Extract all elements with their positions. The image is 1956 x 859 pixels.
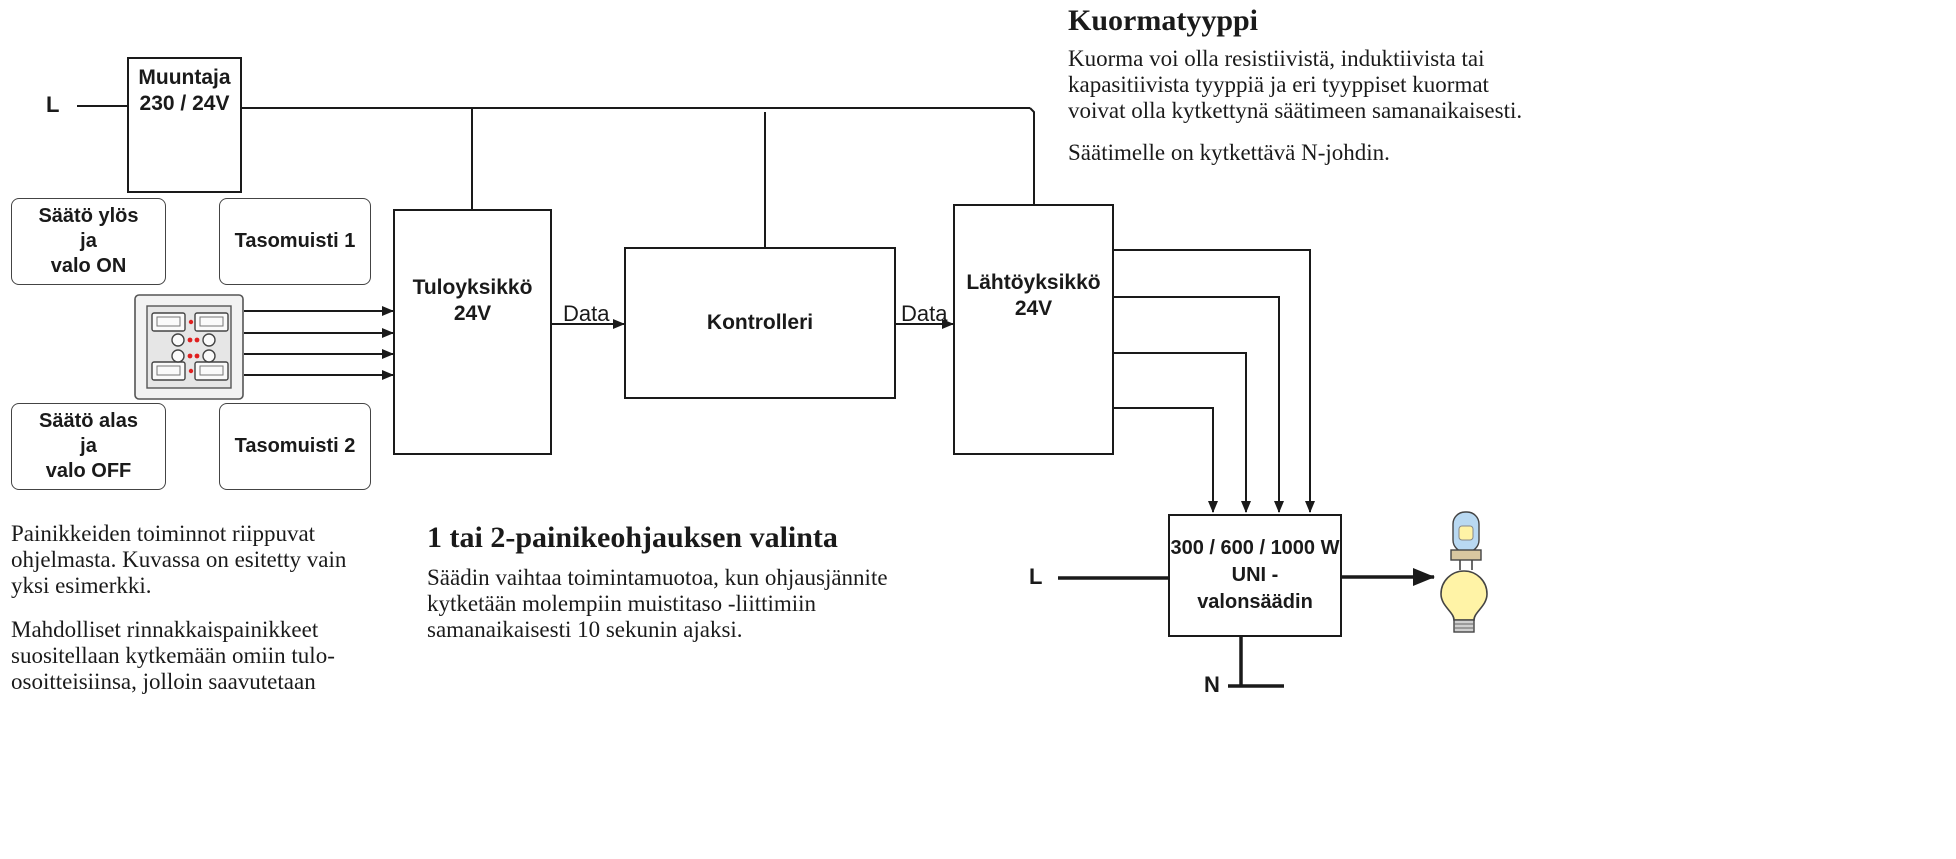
dimmer-box: 300 / 600 / 1000 W UNI - valonsäädin (1168, 514, 1342, 637)
load-type-line-3: voivat olla kytkettynä säätimeen samanai… (1068, 98, 1523, 123)
output-wire-1 (1114, 249, 1315, 513)
output-wire-2 (1114, 296, 1284, 513)
output-unit-box: Lähtöyksikkö 24V (953, 204, 1114, 455)
button-down-line-3: valo OFF (45, 460, 132, 482)
level-memory-2-label: Tasomuisti 2 (234, 435, 356, 457)
buttons-note-section: Painikkeiden toiminnot riippuvat ohjelma… (11, 521, 391, 695)
buttons-note-line-3: yksi esimerkki. (11, 573, 152, 598)
selection-line-1: Säädin vaihtaa toimintamuotoa, kun ohjau… (427, 565, 888, 590)
dimmer-rating: 300 / 600 / 1000 W (1170, 537, 1340, 559)
button-up-line-1: Säätö ylös (38, 205, 139, 227)
level-memory-2-box: Tasomuisti 2 (219, 403, 371, 490)
transformer-box: Muuntaja 230 / 24V (127, 57, 242, 193)
output-unit-name: Lähtöyksikkö (966, 271, 1101, 294)
level-memory-1-label: Tasomuisti 1 (234, 230, 356, 252)
n-label-dimmer: N (1204, 672, 1220, 697)
selection-heading: 1 tai 2-painikeohjauksen valinta (427, 521, 838, 554)
buttons-note-line-2: ohjelmasta. Kuvassa on esitetty vain (11, 547, 347, 572)
button-up-line-3: valo ON (50, 255, 127, 277)
transformer-rating: 230 / 24V (139, 92, 230, 116)
light-bulb-icon (1440, 570, 1488, 633)
button-down-line-1: Säätö alas (39, 410, 138, 432)
output-wire-3 (1114, 352, 1251, 513)
wall-switch-panel-icon (134, 294, 244, 400)
l-label-dimmer: L (1029, 564, 1043, 589)
buttons-note-line-1: Painikkeiden toiminnot riippuvat (11, 521, 316, 546)
input-unit-box: Tuloyksikkö 24V (393, 209, 552, 455)
selection-line-2: kytketään molempiin muistitaso -liittimi… (427, 591, 817, 616)
selection-line-3: samanaikaisesti 10 sekunin ajaksi. (427, 617, 743, 642)
button-down-line-2: ja (80, 435, 97, 457)
data-label-in: Data (563, 301, 610, 326)
button-down-box: Säätö alas ja valo OFF (11, 403, 166, 490)
selection-section: 1 tai 2-painikeohjauksen valinta Säädin … (427, 521, 987, 643)
load-type-n-wire-note: Säätimelle on kytkettävä N-johdin. (1068, 140, 1390, 165)
bus-drop-output (1029, 107, 1035, 204)
input-unit-voltage: 24V (453, 302, 492, 326)
output-unit-voltage: 24V (1014, 297, 1053, 321)
load-type-line-1: Kuorma voi olla resistiivistä, induktiiv… (1068, 46, 1485, 71)
buttons-note-line-5: suositellaan kytkemään omiin tulo- (11, 643, 335, 668)
load-type-heading: Kuormatyyppi (1068, 4, 1259, 37)
halogen-bulb-icon (1450, 511, 1482, 570)
load-type-section: Kuormatyyppi Kuorma voi olla resistiivis… (1068, 4, 1948, 166)
l-label-top: L (46, 92, 60, 117)
load-type-line-2: kapasitiivista tyyppiä ja eri tyyppiset … (1068, 72, 1489, 97)
output-wire-4 (1114, 407, 1218, 513)
data-label-out: Data (901, 301, 948, 326)
level-memory-1-box: Tasomuisti 1 (219, 198, 371, 285)
transformer-title: Muuntaja (138, 66, 231, 89)
dimmer-name: valonsäädin (1197, 591, 1313, 613)
button-up-box: Säätö ylös ja valo ON (11, 198, 166, 285)
controller-box: Kontrolleri (624, 247, 896, 399)
dimmer-type: UNI - (1231, 564, 1279, 586)
button-up-line-2: ja (80, 230, 97, 252)
buttons-note-line-6: osoitteisiinsa, jolloin saavutetaan (11, 669, 316, 694)
input-unit-name: Tuloyksikkö (412, 276, 533, 299)
buttons-note-line-4: Mahdolliset rinnakkaispainikkeet (11, 617, 319, 642)
controller-name: Kontrolleri (706, 310, 814, 334)
